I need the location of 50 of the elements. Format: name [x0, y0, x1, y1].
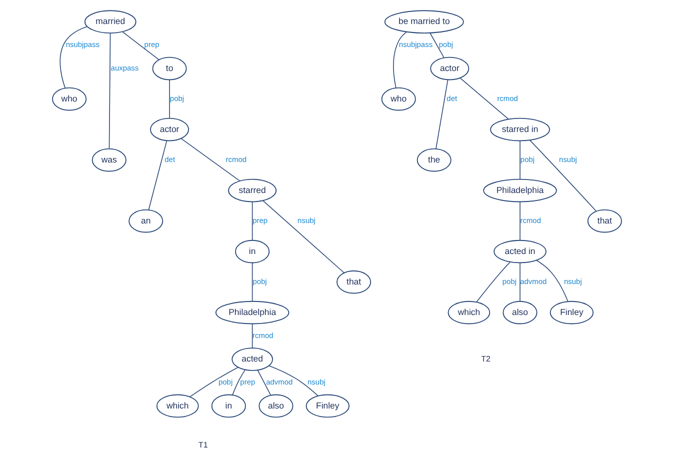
connector — [108, 32, 110, 150]
node-ellipse: that — [586, 209, 622, 233]
connector — [528, 140, 596, 212]
node-ellipse: Finley — [305, 394, 350, 418]
connector — [251, 324, 252, 348]
node-ellipse: in — [210, 394, 246, 418]
node-ellipse: also — [502, 300, 537, 324]
node-ellipse: acted in — [493, 240, 546, 264]
connector — [392, 31, 406, 88]
connector — [519, 140, 520, 180]
node-ellipse: actor — [150, 118, 189, 142]
node-ellipse: also — [258, 394, 293, 418]
connector — [519, 201, 520, 241]
node-ellipse: an — [128, 209, 163, 233]
connector — [188, 366, 238, 398]
node-ellipse: that — [336, 270, 371, 294]
connector — [59, 26, 88, 89]
node-ellipse: to — [152, 56, 186, 80]
node-ellipse: starred — [228, 178, 276, 202]
node-ellipse: who — [380, 87, 416, 111]
connector — [535, 260, 568, 302]
connector — [459, 78, 508, 120]
node-ellipse: was — [91, 148, 126, 172]
node-ellipse: be married to — [384, 10, 464, 34]
connector — [262, 200, 344, 274]
connector — [429, 32, 444, 58]
node-ellipse: starred in — [490, 118, 550, 142]
node-ellipse: Philadelphia — [482, 178, 556, 202]
node-ellipse: Philadelphia — [214, 300, 289, 324]
node-ellipse: in — [234, 240, 270, 264]
connector — [180, 138, 240, 182]
node-ellipse: acted — [231, 348, 273, 371]
connector — [122, 31, 159, 60]
node-ellipse: which — [156, 394, 198, 418]
node-ellipse: married — [84, 10, 136, 34]
connector — [251, 262, 252, 302]
connector — [168, 79, 170, 119]
node-ellipse: who — [52, 87, 86, 111]
node-ellipse: which — [447, 300, 490, 324]
connector — [519, 262, 520, 302]
connector — [148, 140, 167, 210]
connector — [435, 79, 448, 150]
node-ellipse: actor — [430, 56, 469, 80]
connector — [256, 370, 271, 396]
node-ellipse: Finley — [549, 300, 594, 324]
connector — [476, 262, 510, 302]
connector — [268, 365, 318, 396]
connector — [232, 370, 246, 396]
node-ellipse: the — [416, 148, 451, 172]
connector — [251, 201, 252, 241]
